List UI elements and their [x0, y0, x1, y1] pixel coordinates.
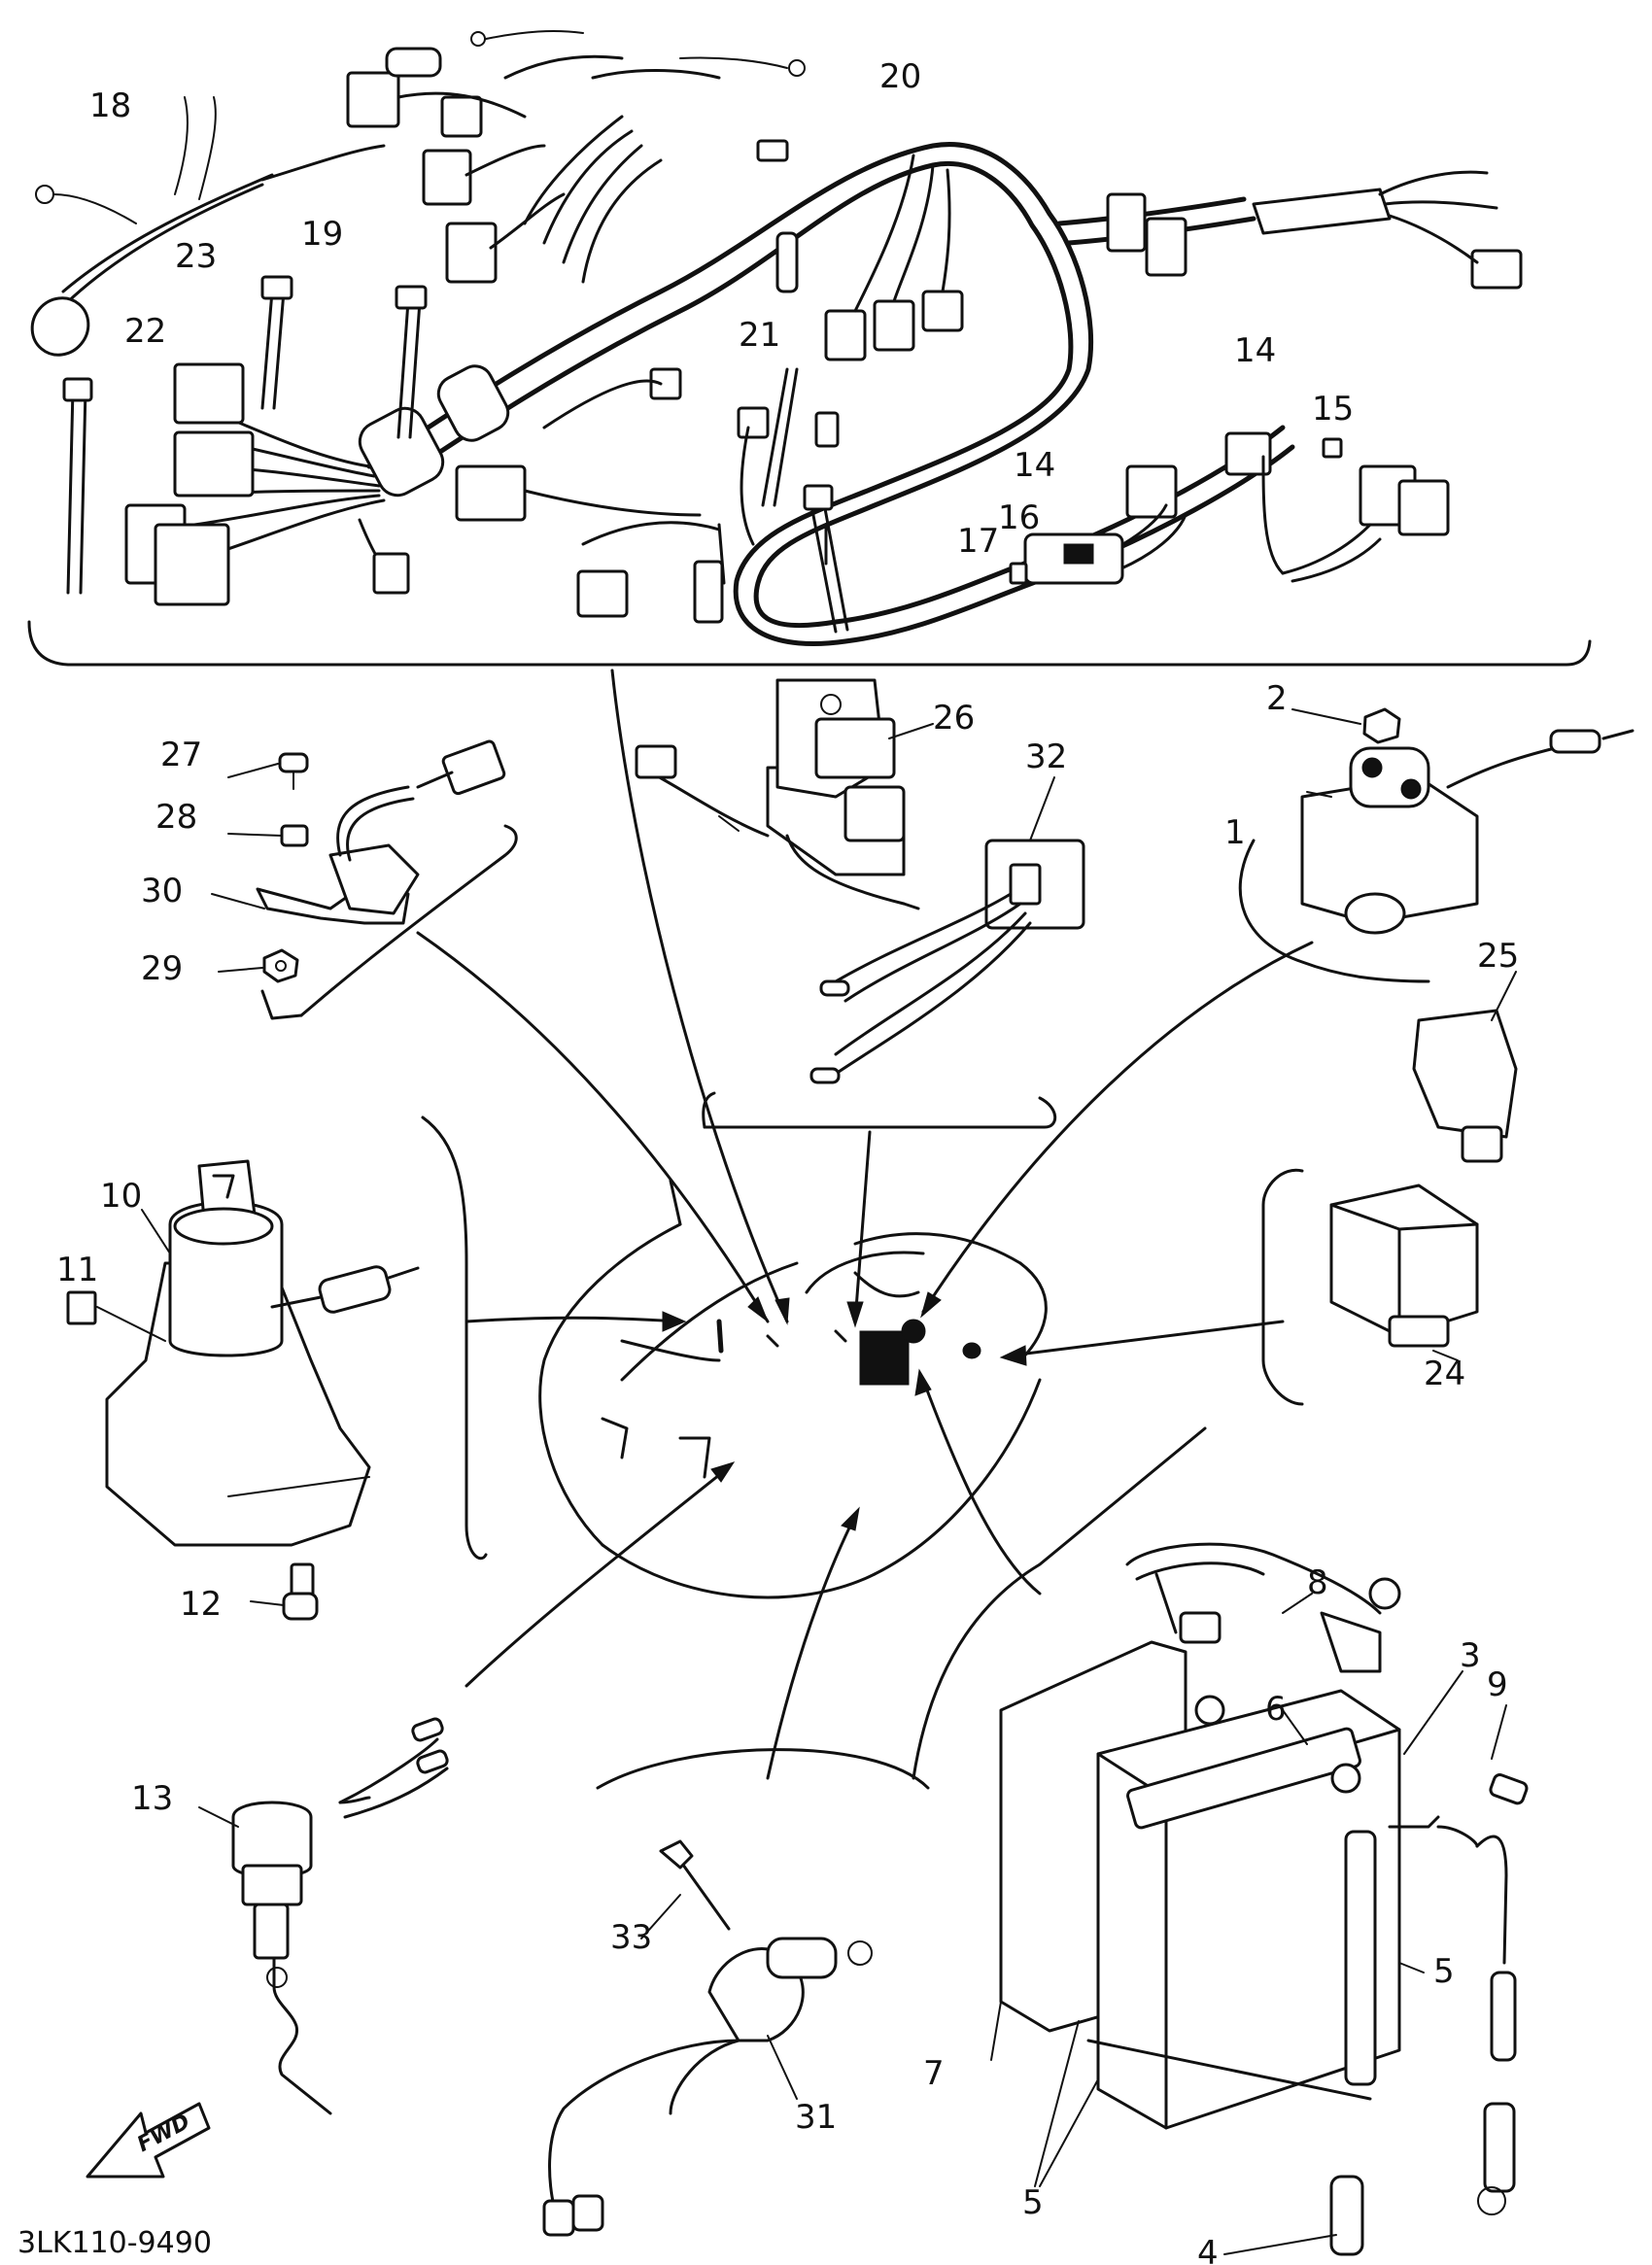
main-switch-group [66, 1115, 488, 1621]
callout-10: 10 [100, 1177, 142, 1216]
callout-14-right: 14 [1234, 331, 1276, 370]
callout-19: 19 [301, 215, 343, 254]
callout-8: 8 [1307, 1563, 1328, 1602]
callout-4: 4 [1197, 2234, 1219, 2265]
neutral-switch-group [198, 1717, 449, 2115]
callout-29-30: 30 [141, 872, 183, 910]
callout-31: 31 [795, 2098, 837, 2137]
callout-5-bottom: 5 [1022, 2183, 1044, 2222]
callout-11: 11 [56, 1251, 98, 1289]
callout-25: 25 [1477, 937, 1519, 976]
callout-15: 15 [1312, 390, 1354, 429]
callout-labels: 1 2 3 4 5 5 6 7 8 9 10 11 12 13 14 14 15… [56, 57, 1519, 2265]
stop-switch-group [542, 1748, 930, 2237]
callout-13: 13 [131, 1779, 173, 1818]
wire-harness-group [27, 30, 1592, 667]
callout-12: 12 [180, 1585, 222, 1624]
callout-22: 22 [124, 312, 166, 351]
callout-32: 32 [1025, 738, 1067, 776]
callout-18: 18 [89, 86, 131, 125]
callout-23: 23 [175, 237, 217, 276]
callout-3: 3 [1460, 1636, 1481, 1675]
callout-9: 9 [1487, 1665, 1508, 1704]
callout-5-right: 5 [1433, 1952, 1455, 1991]
callout-2: 2 [1266, 679, 1288, 718]
callout-29: 29 [141, 949, 183, 988]
callout-26: 26 [933, 699, 975, 738]
frame-reference-outline [538, 1179, 1048, 1599]
callout-21: 21 [739, 316, 780, 355]
battery-group [912, 1426, 1529, 2256]
flasher-group [1261, 1168, 1479, 1406]
starter-relay-group [1238, 707, 1635, 1163]
callout-24: 24 [1424, 1355, 1465, 1393]
callout-28: 28 [155, 798, 197, 837]
forward-direction-arrow: FWD [86, 2102, 211, 2179]
callout-6: 6 [1265, 1690, 1287, 1729]
callout-17: 17 [957, 522, 999, 561]
callout-7: 7 [923, 2054, 945, 2093]
sidestand-switch-group [211, 739, 518, 1020]
relay-group [635, 678, 1085, 1129]
callout-27: 27 [160, 736, 202, 774]
callout-16: 16 [998, 498, 1040, 537]
catalog-code: 3LK110-9490 [17, 2226, 212, 2260]
callout-20: 20 [879, 57, 921, 96]
callout-33: 33 [610, 1918, 652, 1957]
callout-14-center: 14 [1014, 446, 1055, 485]
callout-1: 1 [1224, 813, 1246, 852]
